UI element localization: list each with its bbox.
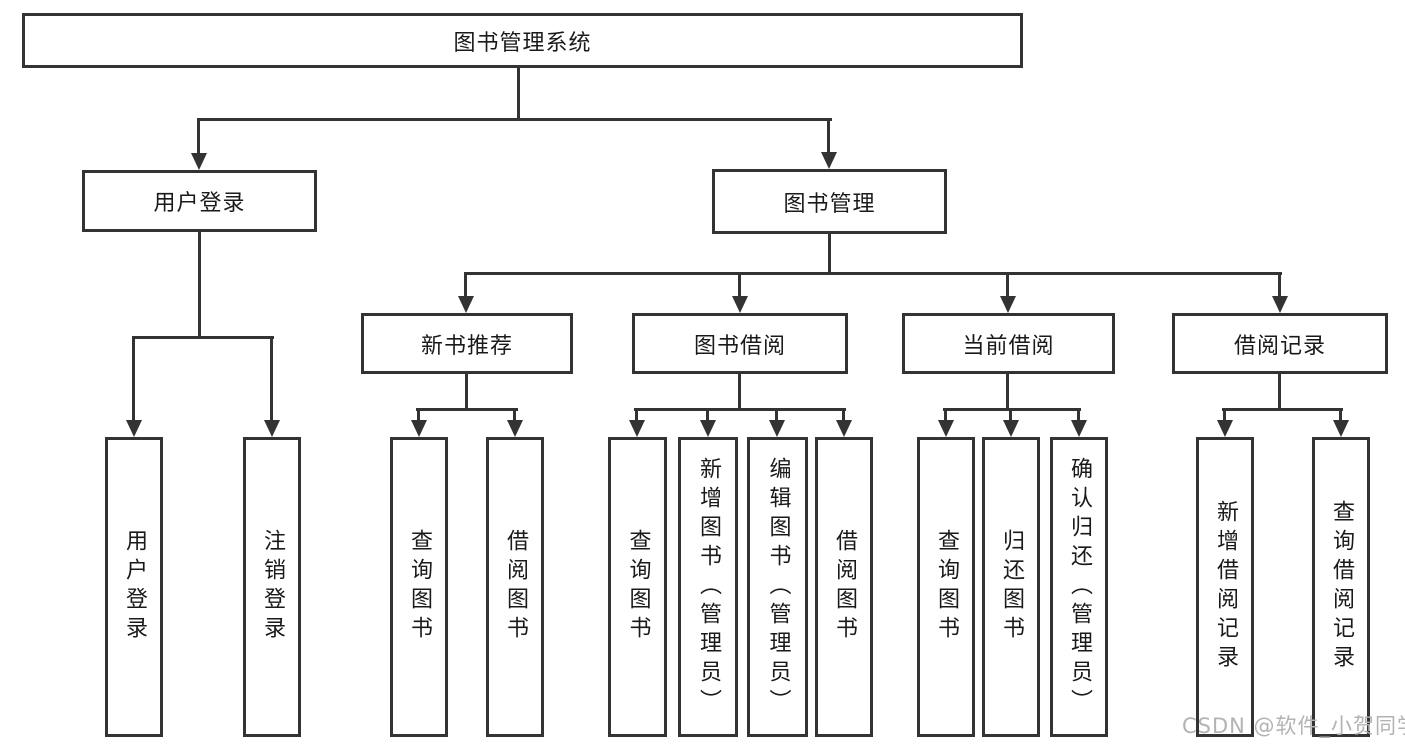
node-user-login-action-label: 用户登录	[122, 529, 147, 645]
connector-bb-trunk	[738, 374, 741, 408]
node-user-login-action: 用户登录	[105, 437, 163, 737]
arrow-br-add	[1217, 420, 1233, 437]
arrow-book-mgmt	[821, 152, 837, 169]
node-borrow-records-label: 借阅记录	[1233, 333, 1326, 359]
arrow-new-book-rec	[458, 296, 474, 313]
connector-drop-login-action	[132, 336, 135, 421]
connector-drop-nb-borrow	[513, 408, 516, 422]
arrow-login-action	[126, 420, 142, 437]
arrow-nb-borrow	[507, 420, 523, 437]
node-borrow-records: 借阅记录	[1172, 313, 1388, 374]
connector-drop-nb-query	[417, 408, 420, 422]
connector-drop-cb-query	[944, 408, 947, 422]
node-cb-confirm-return: 确认归还（管理员）	[1050, 437, 1108, 737]
connector-drop-bb-query	[635, 408, 638, 422]
node-logout-label: 注销登录	[260, 529, 285, 645]
arrow-nb-query	[411, 420, 427, 437]
node-bb-query-books: 查询图书	[608, 437, 667, 737]
csdn-watermark: CSDN @软件_小贺同学	[1182, 714, 1405, 738]
node-book-borrow-label: 图书借阅	[693, 333, 786, 359]
node-bb-query-books-label: 查询图书	[625, 529, 651, 645]
arrow-logout	[264, 420, 280, 437]
node-new-book-rec: 新书推荐	[361, 313, 573, 374]
node-nb-query-books: 查询图书	[390, 437, 448, 737]
arrow-bb-add	[700, 420, 716, 437]
connector-drop-bb-borrow	[842, 408, 845, 422]
arrow-bb-borrow	[836, 420, 852, 437]
connector-drop-book-mgmt	[827, 118, 830, 154]
connector-drop-cb-confirm	[1077, 408, 1080, 422]
node-book-mgmt: 图书管理	[712, 169, 947, 234]
arrow-cb-query	[938, 420, 954, 437]
connector-drop-book-borrow	[738, 272, 741, 297]
connector-level3-rail	[464, 272, 1282, 275]
node-bb-add-books: 新增图书（管理员）	[678, 437, 738, 737]
connector-drop-logout	[270, 336, 273, 421]
arrow-current-borrow	[1000, 296, 1016, 313]
node-br-query-record-label: 查询借阅记录	[1329, 500, 1354, 674]
node-bb-add-books-label: 新增图书（管理员）	[696, 456, 721, 718]
node-bb-borrow-books-label: 借阅图书	[832, 529, 857, 645]
connector-drop-bb-add	[706, 408, 709, 422]
node-nb-borrow-books-label: 借阅图书	[503, 529, 528, 645]
connector-br-rail	[1222, 408, 1343, 411]
node-br-add-record-label: 新增借阅记录	[1213, 500, 1238, 674]
connector-drop-current-borrow	[1006, 272, 1009, 297]
node-book-mgmt-label: 图书管理	[783, 191, 876, 217]
node-root: 图书管理系统	[22, 13, 1023, 68]
node-nb-borrow-books: 借阅图书	[486, 437, 544, 737]
node-book-borrow: 图书借阅	[632, 313, 848, 374]
node-cb-confirm-return-label: 确认归还（管理员）	[1067, 456, 1092, 718]
node-nb-query-books-label: 查询图书	[407, 529, 432, 645]
connector-drop-br-add	[1223, 408, 1226, 422]
connector-drop-cb-return	[1009, 408, 1012, 422]
connector-root-trunk	[517, 68, 520, 118]
node-new-book-rec-label: 新书推荐	[420, 333, 513, 359]
node-logout: 注销登录	[243, 437, 301, 737]
connector-drop-user-login	[197, 118, 200, 155]
connector-drop-new-book-rec	[464, 272, 467, 297]
connector-cb-trunk	[1006, 374, 1009, 408]
node-root-label: 图书管理系统	[453, 30, 592, 56]
connector-user-login-rail	[132, 336, 274, 339]
connector-level2-rail	[197, 118, 832, 121]
node-current-borrow: 当前借阅	[902, 313, 1115, 374]
node-bb-edit-books-label: 编辑图书（管理员）	[765, 456, 791, 718]
arrow-cb-confirm	[1071, 420, 1087, 437]
arrow-br-query	[1333, 420, 1349, 437]
connector-br-trunk	[1278, 374, 1281, 408]
node-br-query-record: 查询借阅记录	[1312, 437, 1370, 737]
node-cb-query-books-label: 查询图书	[934, 529, 959, 645]
node-user-login-label: 用户登录	[153, 191, 246, 216]
arrow-bb-edit	[769, 420, 785, 437]
connector-nbr-rail	[416, 408, 518, 411]
connector-bb-rail	[634, 408, 846, 411]
connector-drop-br-query	[1339, 408, 1342, 422]
node-br-add-record: 新增借阅记录	[1196, 437, 1254, 737]
connector-cb-rail	[943, 408, 1081, 411]
node-cb-return-books-label: 归还图书	[999, 529, 1024, 645]
node-current-borrow-label: 当前借阅	[962, 333, 1055, 359]
connector-user-login-trunk	[198, 232, 201, 336]
connector-nbr-trunk	[465, 374, 468, 408]
arrow-user-login	[191, 153, 207, 170]
node-bb-edit-books: 编辑图书（管理员）	[747, 437, 808, 737]
node-bb-borrow-books: 借阅图书	[815, 437, 873, 737]
node-user-login: 用户登录	[82, 170, 317, 232]
connector-drop-borrow-records	[1278, 272, 1281, 297]
connector-drop-bb-edit	[775, 408, 778, 422]
arrow-borrow-records	[1272, 296, 1288, 313]
arrow-book-borrow	[732, 296, 748, 313]
node-cb-query-books: 查询图书	[917, 437, 975, 737]
node-cb-return-books: 归还图书	[982, 437, 1040, 737]
arrow-bb-query	[629, 420, 645, 437]
connector-book-mgmt-trunk	[828, 234, 831, 272]
arrow-cb-return	[1003, 420, 1019, 437]
